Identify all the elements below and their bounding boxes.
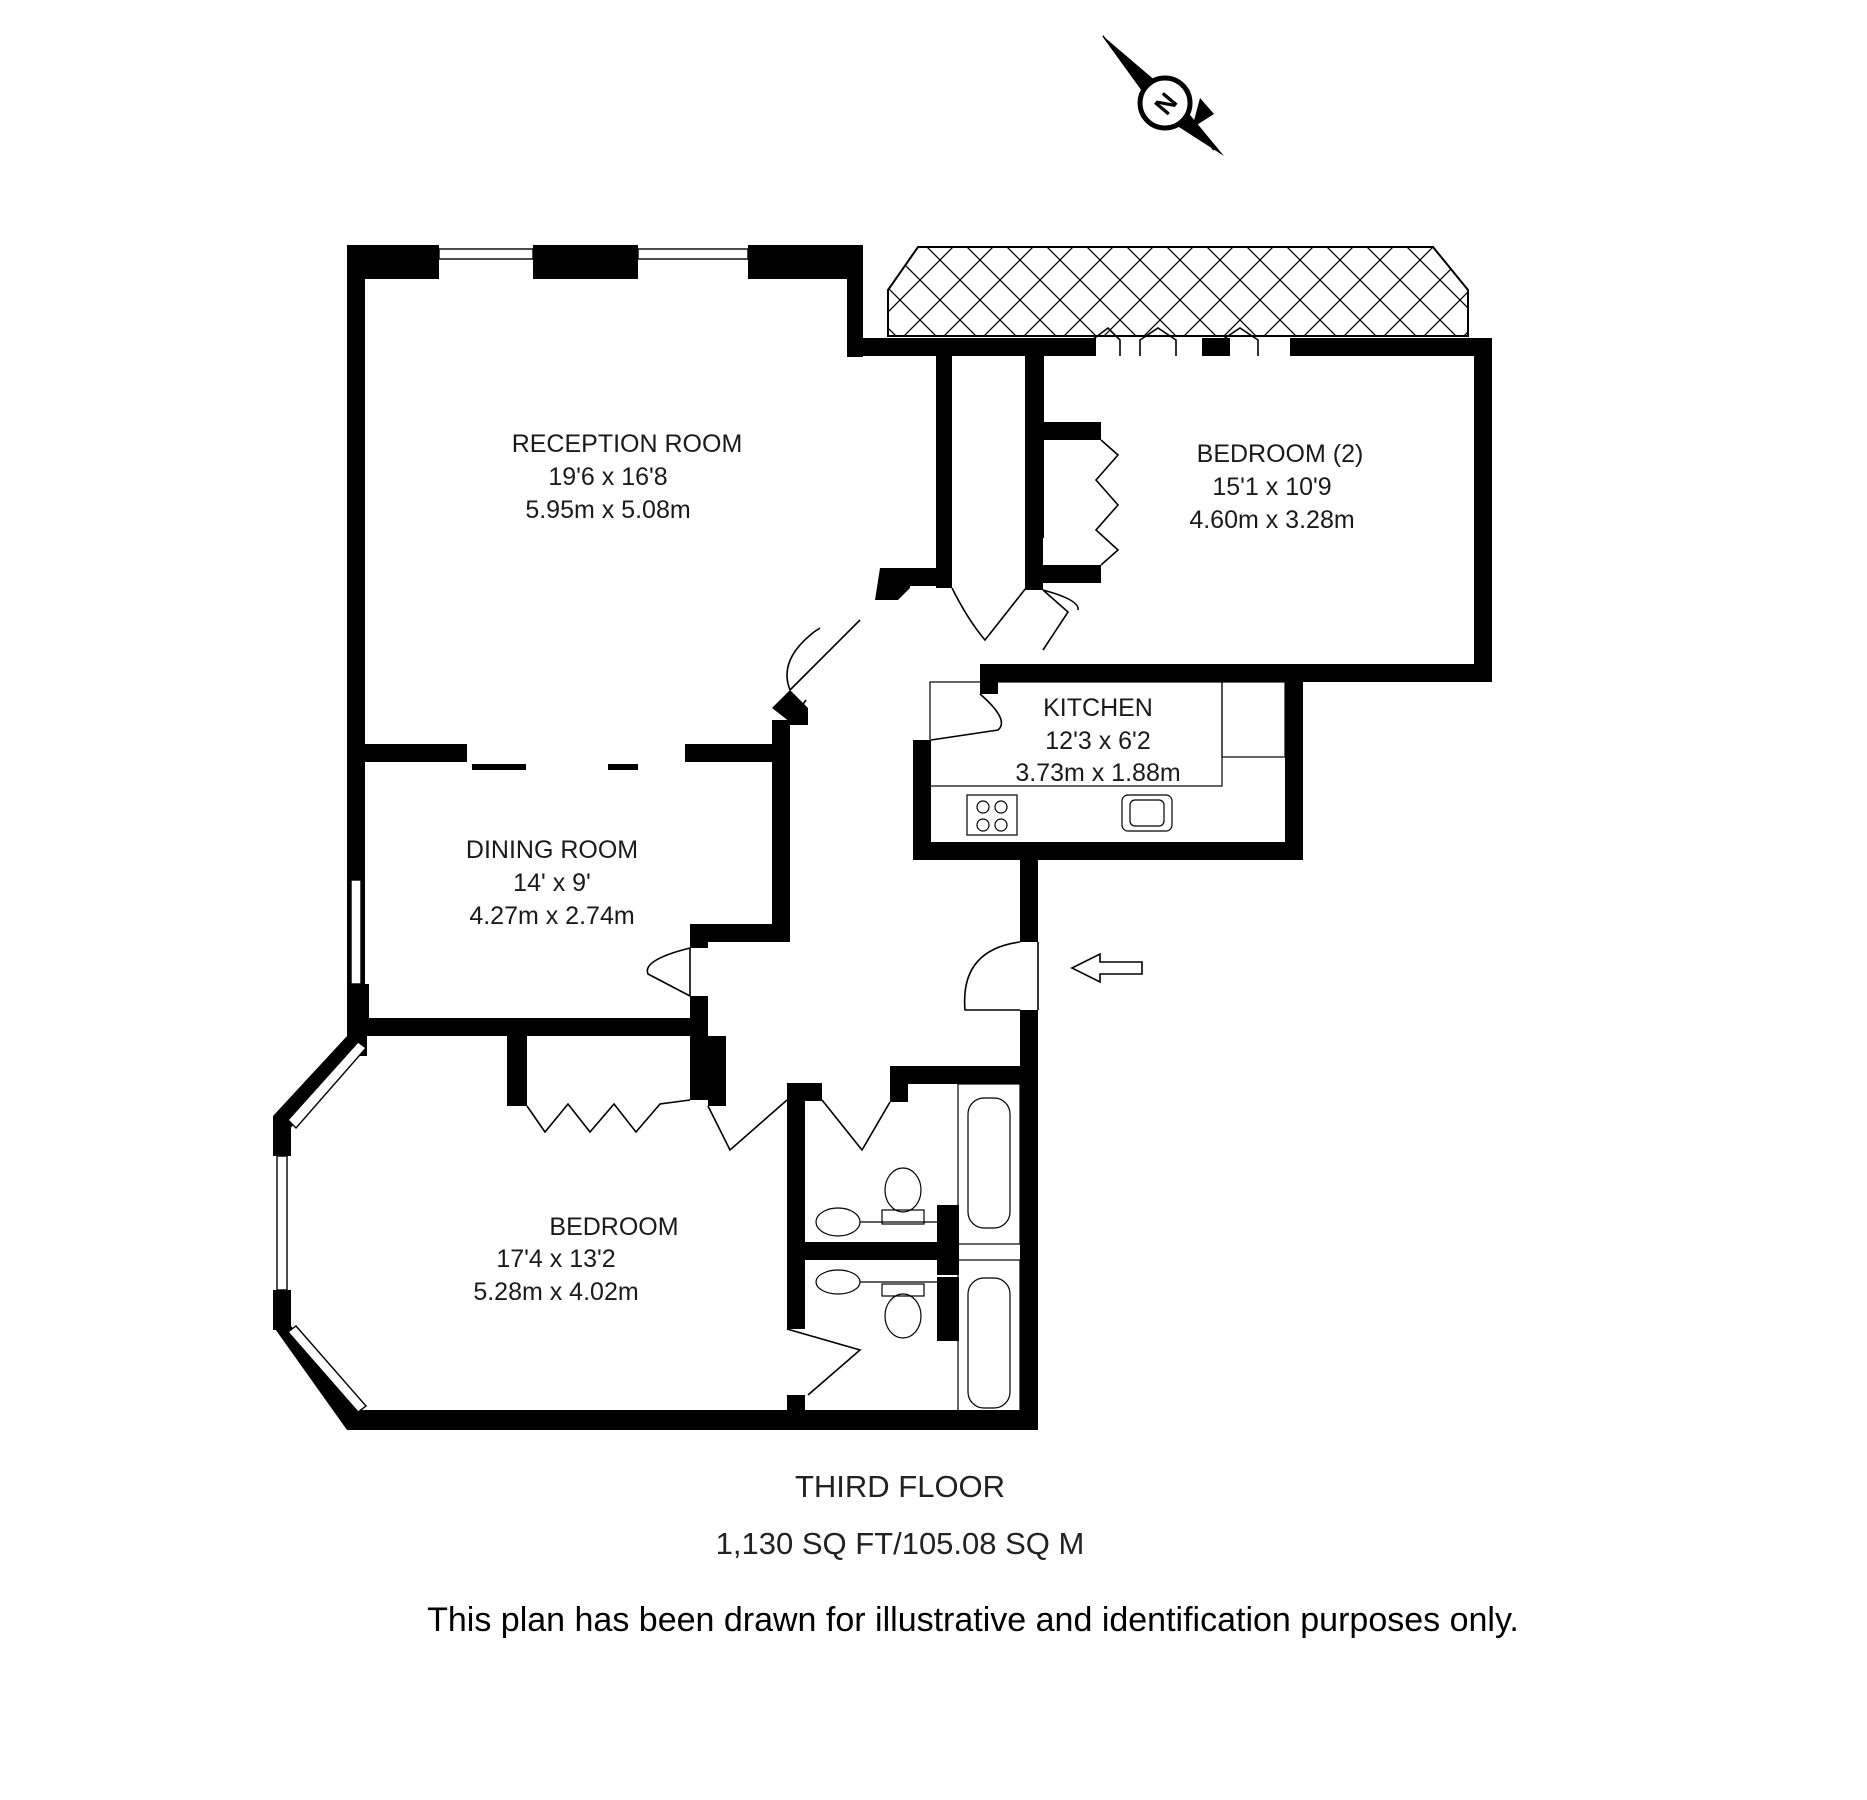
room-name: DINING ROOM (466, 836, 638, 864)
room-imperial: 15'1 x 10'9 (1212, 473, 1331, 501)
bathtub-icon (967, 1097, 1011, 1229)
floor-area: 1,130 SQ FT/105.08 SQ M (716, 1526, 1085, 1561)
entrance-arrow-icon (1070, 952, 1143, 984)
room-name: KITCHEN (1043, 694, 1153, 722)
room-label-bedroom2: BEDROOM (2) 15'1 x 10'9 4.60m x 3.28m (1189, 440, 1363, 534)
room-metric: 5.95m x 5.08m (525, 496, 690, 524)
room-metric: 4.60m x 3.28m (1189, 506, 1354, 534)
bedroom2-wardrobe (1094, 439, 1120, 566)
room-label-bedroom: BEDROOM 17'4 x 13'2 5.28m x 4.02m (473, 1213, 678, 1306)
room-name: BEDROOM (2) (1197, 440, 1364, 468)
room-imperial: 17'4 x 13'2 (496, 1245, 615, 1273)
room-metric: 4.27m x 2.74m (469, 902, 634, 930)
hob-icon (966, 794, 1018, 836)
room-imperial: 19'6 x 16'8 (548, 463, 667, 491)
doors[interactable] (526, 587, 1079, 1396)
room-label-dining: DINING ROOM 14' x 9' 4.27m x 2.74m (466, 836, 638, 930)
kitchen-fixtures (929, 681, 1286, 836)
room-metric: 5.28m x 4.02m (473, 1278, 638, 1306)
room-metric: 3.73m x 1.88m (1015, 759, 1180, 787)
room-name: BEDROOM (549, 1213, 678, 1241)
sink-icon (1121, 794, 1173, 832)
room-imperial: 14' x 9' (513, 869, 591, 897)
walls (273, 245, 1492, 1430)
balcony (887, 246, 1469, 337)
compass-icon: N (1102, 35, 1224, 156)
balcony-doors[interactable] (1091, 326, 1259, 356)
floor-name: THIRD FLOOR (795, 1469, 1005, 1504)
room-label-reception: RECEPTION ROOM 19'6 x 16'8 5.95m x 5.08m (512, 430, 743, 524)
room-imperial: 12'3 x 6'2 (1045, 727, 1150, 755)
bathroom-fixtures (815, 1097, 1011, 1409)
room-label-kitchen: KITCHEN 12'3 x 6'2 3.73m x 1.88m (1015, 694, 1180, 787)
disclaimer: This plan has been drawn for illustrativ… (427, 1601, 1519, 1639)
room-name: RECEPTION ROOM (512, 430, 743, 458)
bathtub-icon (967, 1277, 1011, 1409)
